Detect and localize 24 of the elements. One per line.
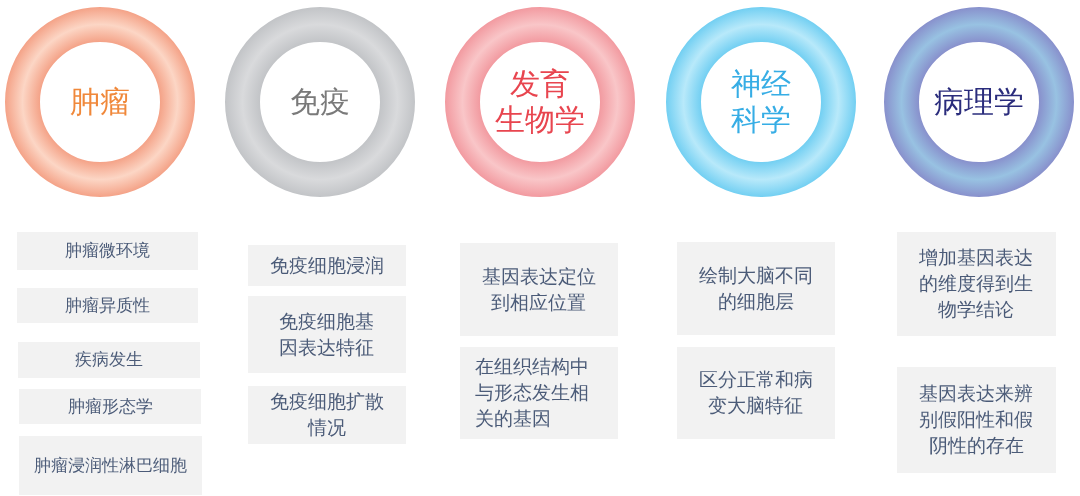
- note-text: 增加基因表达的维度得到生物学结论: [918, 247, 1035, 322]
- note-text: 免疫细胞浸润: [270, 254, 384, 278]
- note-text: 肿瘤微环境: [65, 240, 150, 262]
- topic-ring: [225, 7, 415, 197]
- topic-label: 神经科学: [731, 66, 791, 138]
- topic-label: 免疫: [290, 84, 350, 120]
- topic-label: 肿瘤: [70, 84, 130, 120]
- note-text: 肿瘤异质性: [65, 294, 150, 317]
- note-text: 肿瘤浸润性淋巴细胞: [34, 454, 187, 477]
- note-text: 区分正常和病变大脑特征: [698, 369, 814, 418]
- topic-ring: [884, 7, 1074, 197]
- note-text: 基因表达定位到相应位置: [481, 265, 597, 315]
- topic-label: 病理学: [934, 84, 1024, 120]
- topic-ring: [666, 7, 856, 197]
- note-text: 免疫细胞扩散情况: [269, 391, 385, 440]
- topic-label: 发育生物学: [495, 66, 585, 138]
- note-text: 肿瘤形态学: [67, 395, 153, 418]
- topic-ring: [5, 7, 195, 197]
- note-text: 绘制大脑不同的细胞层: [698, 264, 814, 314]
- note-text: 基因表达来辨别假阳性和假阴性的存在: [918, 383, 1035, 458]
- note-text: 在组织结构中与形态发生相关的基因: [475, 356, 590, 431]
- note-text: 免疫细胞基因表达特征: [278, 310, 376, 360]
- topic-ring: [445, 7, 635, 197]
- note-text: 疾病发生: [75, 349, 143, 371]
